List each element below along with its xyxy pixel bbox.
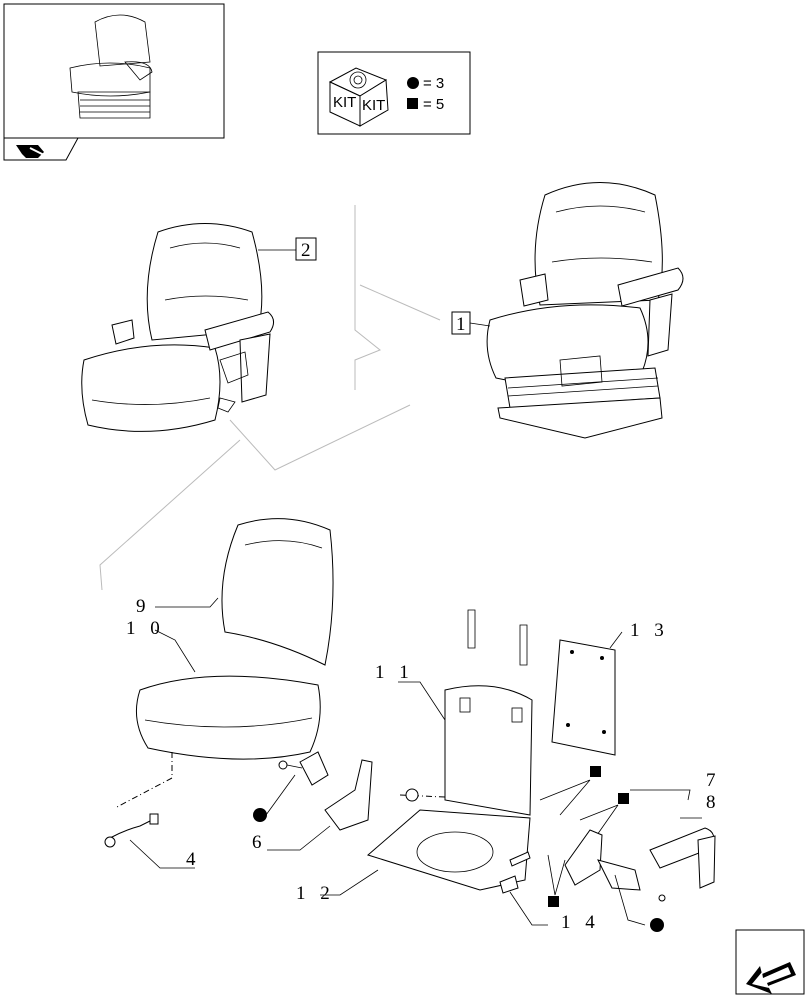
kit-box-icon: KIT KIT — [328, 67, 389, 127]
back-panel — [551, 639, 616, 756]
callout-1: 1 — [456, 314, 471, 335]
square-quantity: = 5 — [423, 96, 444, 113]
callout-8: 8 — [706, 792, 721, 813]
circle-quantity: = 3 — [423, 75, 444, 92]
seat-cushion — [135, 675, 321, 760]
spacer-part-14 — [499, 851, 531, 894]
circle-marker — [253, 808, 267, 822]
kit-label-left: KIT — [333, 94, 356, 111]
thumbnail-panel[interactable] — [3, 3, 225, 161]
callout-7: 7 — [706, 770, 721, 791]
callout-10: 1 0 — [126, 618, 165, 639]
kit-label-right: KIT — [362, 97, 385, 114]
seat-assembly-1 — [486, 182, 684, 439]
seatbelt-buckle — [564, 829, 666, 902]
backrest-cushion — [221, 518, 334, 666]
square-symbol-icon — [407, 98, 418, 109]
callout-9: 9 — [136, 596, 151, 617]
callout-2: 2 — [301, 240, 316, 261]
callout-12: 1 2 — [296, 883, 335, 904]
return-arrow-icon[interactable] — [16, 145, 47, 158]
guide-lines — [99, 205, 441, 591]
square-marker — [590, 766, 601, 777]
circle-symbol-icon — [407, 77, 419, 89]
seat-thumbnail-icon — [69, 14, 153, 119]
callout-14: 1 4 — [561, 912, 600, 933]
square-marker — [548, 896, 559, 907]
seat-sensor-cable — [104, 813, 159, 848]
circle-marker — [650, 918, 664, 932]
armrest — [649, 827, 716, 889]
seat-assembly-2 — [81, 223, 274, 432]
next-page-arrow-icon[interactable] — [735, 929, 805, 995]
seat-back-frame — [444, 685, 533, 816]
callout-6: 6 — [252, 832, 267, 853]
kit-legend: KIT KIT = 3 = 5 — [317, 51, 471, 135]
callout-4: 4 — [186, 849, 201, 870]
callout-11: 1 1 — [375, 662, 414, 683]
bracket-part-6 — [278, 751, 373, 831]
callout-13: 1 3 — [630, 620, 669, 641]
square-marker — [618, 793, 629, 804]
seat-pan — [366, 809, 531, 891]
